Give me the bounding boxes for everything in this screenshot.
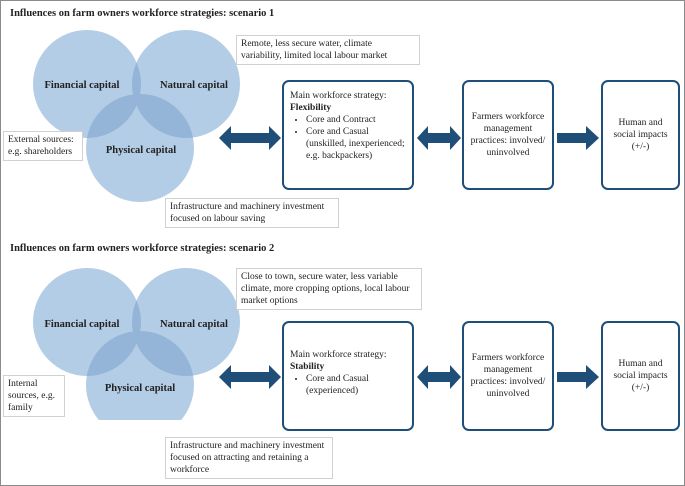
strategy-subtitle: Stability [290, 362, 325, 372]
impacts-label: Human and social impacts (+/-) [613, 118, 668, 152]
natural-capital-label: Natural capital [160, 80, 228, 91]
double-arrow-2a [219, 365, 281, 389]
scenario-2-title: Influences on farm owners workforce stra… [10, 243, 275, 254]
workforce-strategy-box-1: Main workforce strategy: Flexibility Cor… [282, 80, 414, 190]
workforce-strategy-box-2: Main workforce strategy: Stability Core … [282, 321, 414, 431]
impacts-box-2: Human and social impacts (+/-) [601, 321, 680, 431]
scenario-2-venn: Financial capital Natural capital Physic… [33, 268, 240, 420]
financial-capital-note: Internal sources, e.g. family [3, 375, 65, 417]
scenario-1-venn: Financial capital Natural capital Physic… [33, 30, 240, 202]
physical-capital-note: Infrastructure and machinery investment … [165, 437, 333, 479]
financial-capital-label: Financial capital [45, 319, 120, 330]
right-arrow-1 [557, 126, 599, 150]
strategy-list: Core and Casual (experienced) [290, 373, 408, 397]
strategy-title: Main workforce strategy: [290, 350, 387, 360]
strategy-item: Core and Casual (unskilled, inexperience… [306, 126, 408, 162]
management-practices-box-2: Farmers workforce management practices: … [462, 321, 554, 431]
management-practices-label: Farmers workforce management practices: … [470, 112, 546, 158]
impacts-box-1: Human and social impacts (+/-) [601, 80, 680, 190]
strategy-list: Core and Contract Core and Casual (unski… [290, 114, 408, 162]
strategy-subtitle: Flexibility [290, 103, 332, 113]
physical-capital-note: Infrastructure and machinery investment … [165, 198, 339, 228]
impacts-label: Human and social impacts (+/-) [613, 359, 668, 393]
management-practices-box-1: Farmers workforce management practices: … [462, 80, 554, 190]
strategy-item: Core and Casual (experienced) [306, 373, 408, 397]
natural-capital-note: Remote, less secure water, climate varia… [236, 35, 420, 65]
physical-capital-label: Physical capital [105, 383, 175, 394]
overlap-financial-physical [86, 331, 141, 376]
financial-capital-note: External sources: e.g. shareholders [3, 131, 83, 161]
double-arrow-1b [417, 126, 461, 150]
double-arrow-1a [219, 126, 281, 150]
right-arrow-2 [557, 365, 599, 389]
strategy-title: Main workforce strategy: [290, 91, 387, 101]
financial-capital-label: Financial capital [45, 80, 120, 91]
overlap-financial-physical [86, 94, 141, 138]
double-arrow-2b [417, 365, 461, 389]
overlap-natural-physical [132, 331, 194, 376]
natural-capital-note: Close to town, secure water, less variab… [236, 268, 422, 310]
natural-capital-label: Natural capital [160, 319, 228, 330]
strategy-item: Core and Contract [306, 114, 408, 126]
overlap-natural-physical [132, 94, 194, 138]
physical-capital-label: Physical capital [106, 145, 176, 156]
management-practices-label: Farmers workforce management practices: … [470, 353, 546, 399]
scenario-1-title: Influences on farm owners workforce stra… [10, 8, 275, 19]
